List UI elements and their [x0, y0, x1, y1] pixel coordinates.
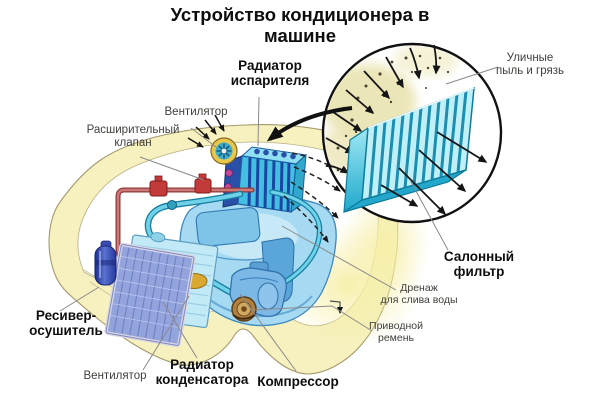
label-drive-belt: Приводной ремень [369, 320, 423, 344]
blower-fan [210, 137, 238, 165]
label-drain: Дренаж для слива воды [380, 282, 458, 306]
evaporator-tube-bends [254, 148, 296, 160]
drive-belt-line [232, 313, 257, 320]
expansion-valve-fittings [149, 173, 212, 197]
leader-receiver-dryer [59, 286, 100, 312]
receiver-dryer [94, 240, 117, 286]
page-title: Устройство кондиционера в машине [170, 4, 430, 46]
label-compressor: Компрессор [257, 374, 339, 389]
leader-evaporator-radiator [257, 96, 260, 147]
filter-pleats [368, 90, 468, 199]
compressor-pulley [231, 296, 257, 322]
evaporator [222, 146, 308, 214]
label-condenser-radiator: Радиатор конденсатора [155, 357, 249, 388]
compressor-unit [229, 261, 287, 322]
leader-expansion-valve [139, 156, 205, 181]
leader-street-dust [445, 66, 499, 85]
leader-drive-belt [251, 305, 373, 332]
leader-cabin-filter [409, 179, 449, 251]
condenser-assembly [94, 232, 219, 348]
leader-drain [281, 225, 397, 291]
condenser-core [104, 242, 196, 348]
label-receiver-dryer: Ресивер- осушитель [29, 308, 103, 339]
leader-fan-top [190, 127, 217, 148]
magnifier-circle [321, 42, 503, 224]
label-street-dust: Уличные пыль и грязь [496, 52, 564, 77]
drain-tube [329, 300, 343, 314]
cabin-filter-3d [343, 86, 475, 214]
leader-lines [59, 66, 499, 372]
leader-fan-bottom [142, 295, 190, 371]
label-fan-bottom: Вентилятор [83, 370, 147, 382]
label-expansion-valve: Расширительный клапан [86, 124, 180, 149]
filter-location-arrow [266, 106, 353, 142]
fan-intake-arrows [187, 114, 225, 148]
leader-condenser-radiator [162, 301, 198, 359]
dirty-air-arrows [325, 44, 441, 174]
label-fan-top: Вентилятор [164, 106, 228, 118]
cabin-airflow-arrows [283, 152, 341, 243]
label-cabin-filter: Салонный фильтр [443, 249, 515, 280]
leader-compressor [239, 293, 297, 372]
label-evaporator-radiator: Радиатор испарителя [230, 58, 310, 89]
clean-air-arrows [380, 131, 488, 216]
